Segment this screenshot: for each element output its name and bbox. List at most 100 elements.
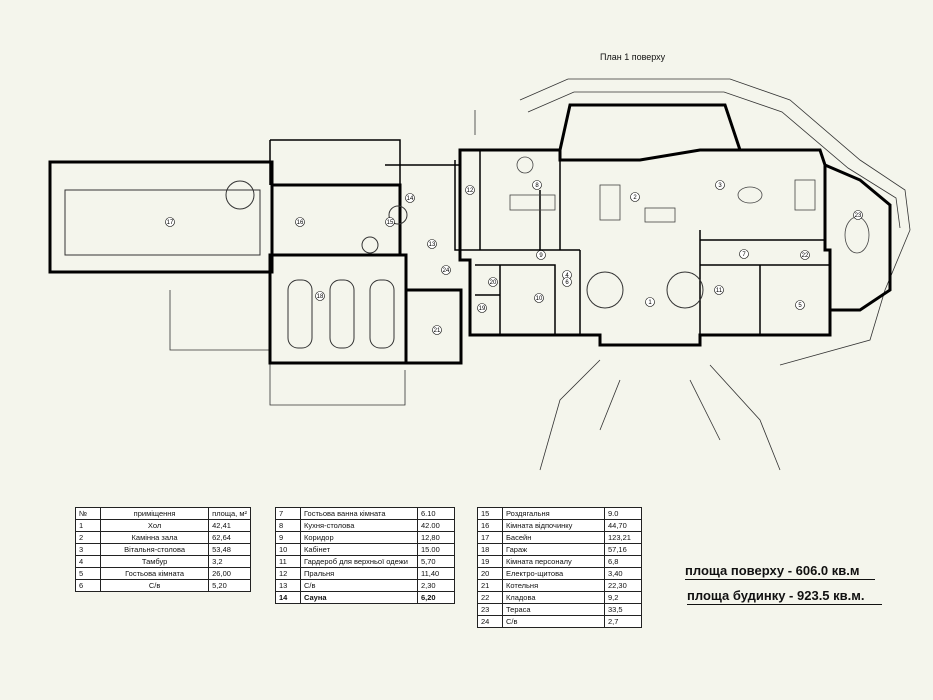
room-num: 4 xyxy=(75,555,101,568)
room-num: 21 xyxy=(477,579,503,592)
room-num: 22 xyxy=(477,591,503,604)
room-marker-9: 9 xyxy=(536,250,546,260)
room-area: 42,41 xyxy=(208,519,251,532)
room-marker-13: 13 xyxy=(427,239,437,249)
room-marker-10: 10 xyxy=(534,293,544,303)
room-name: Сауна xyxy=(300,591,418,604)
room-marker-11: 11 xyxy=(714,285,724,295)
room-area: 123,21 xyxy=(604,531,642,544)
room-area: 22,30 xyxy=(604,579,642,592)
room-num: 20 xyxy=(477,567,503,580)
svg-text:4: 4 xyxy=(565,273,569,279)
svg-text:10: 10 xyxy=(536,296,543,302)
svg-text:1: 1 xyxy=(648,300,652,306)
room-name: Хол xyxy=(99,519,210,532)
room-marker-22: 22 xyxy=(800,250,810,260)
room-area: 12,80 xyxy=(417,531,455,544)
svg-text:3: 3 xyxy=(718,183,722,189)
table-header-row: № приміщення площа, м² xyxy=(75,507,251,520)
room-name: С/в xyxy=(502,615,605,628)
svg-text:24: 24 xyxy=(443,268,450,274)
floor-area-total: площа поверху - 606.0 кв.м xyxy=(685,563,875,580)
room-num: 13 xyxy=(275,579,301,592)
room-name: Гараж xyxy=(502,543,605,556)
room-name: Кабінет xyxy=(300,543,418,556)
room-num: 16 xyxy=(477,519,503,532)
svg-text:13: 13 xyxy=(429,242,436,248)
room-marker-6: 6 xyxy=(562,277,572,287)
room-name: Камінна зала xyxy=(99,531,210,544)
room-name: Котельня xyxy=(502,579,605,592)
room-marker-19: 19 xyxy=(477,303,487,313)
room-area: 44,70 xyxy=(604,519,642,532)
room-area: 5,20 xyxy=(208,579,251,592)
house-area-total: площа будинку - 923.5 кв.м. xyxy=(687,588,882,605)
room-area: 6,8 xyxy=(604,555,642,568)
svg-text:6: 6 xyxy=(565,280,569,286)
room-name: Басейн xyxy=(502,531,605,544)
room-area: 11,40 xyxy=(417,567,455,580)
room-name: С/в xyxy=(300,579,418,592)
room-marker-8: 8 xyxy=(532,180,542,190)
svg-text:8: 8 xyxy=(535,183,539,189)
svg-text:22: 22 xyxy=(802,253,809,259)
room-area: 6,20 xyxy=(417,591,455,604)
room-num: 3 xyxy=(75,543,101,556)
floor-plan-drawing: 1 2 3 4 5 6 7 8 9 10 11 12 13 14 15 16 1… xyxy=(48,78,911,471)
room-name: Гостьова ванна кімната xyxy=(300,507,418,520)
room-area: 2,30 xyxy=(417,579,455,592)
room-marker-18: 18 xyxy=(315,291,325,301)
room-area: 9,2 xyxy=(604,591,642,604)
room-name: Кладова xyxy=(502,591,605,604)
room-name: Пральня xyxy=(300,567,418,580)
room-marker-7: 7 xyxy=(739,249,749,259)
room-area: 15.00 xyxy=(417,543,455,556)
room-area: 62,64 xyxy=(208,531,251,544)
header-num: № xyxy=(75,507,101,520)
room-area: 53,48 xyxy=(208,543,251,556)
header-area: площа, м² xyxy=(208,507,251,520)
room-num: 12 xyxy=(275,567,301,580)
room-area: 3,40 xyxy=(604,567,642,580)
svg-text:19: 19 xyxy=(479,306,486,312)
svg-text:2: 2 xyxy=(633,195,637,201)
room-name: Електро-щитова xyxy=(502,567,605,580)
room-marker-14: 14 xyxy=(405,193,415,203)
room-area: 9.0 xyxy=(604,507,642,520)
svg-text:11: 11 xyxy=(716,288,723,294)
room-area: 26,00 xyxy=(208,567,251,580)
room-name: Роздягальня xyxy=(502,507,605,520)
room-num: 24 xyxy=(477,615,503,628)
room-marker-16: 16 xyxy=(295,217,305,227)
svg-text:17: 17 xyxy=(167,220,174,226)
plan-title: План 1 поверху xyxy=(600,52,666,62)
room-area: 3,2 xyxy=(208,555,251,568)
room-num: 18 xyxy=(477,543,503,556)
svg-text:5: 5 xyxy=(798,303,802,309)
room-name: Кімната персоналу xyxy=(502,555,605,568)
room-area: 33,5 xyxy=(604,603,642,616)
room-marker-17: 17 xyxy=(165,217,175,227)
room-num: 10 xyxy=(275,543,301,556)
room-num: 17 xyxy=(477,531,503,544)
room-marker-23: 23 xyxy=(853,210,863,220)
svg-text:12: 12 xyxy=(467,188,474,194)
room-num: 8 xyxy=(275,519,301,532)
